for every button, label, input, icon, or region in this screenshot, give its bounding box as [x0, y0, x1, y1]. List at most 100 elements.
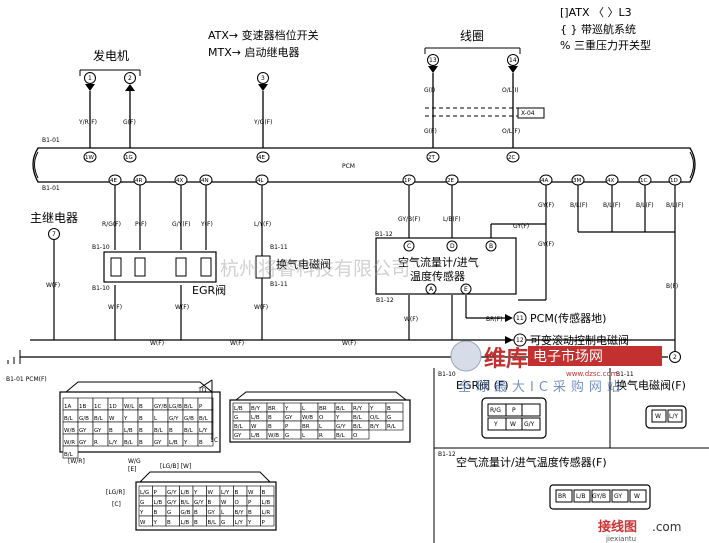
svg-text:B/L(F): B/L(F) [666, 202, 684, 209]
connector-cell-label: B [139, 416, 143, 422]
connector-cell-label: W [221, 500, 227, 506]
connector-cell-label: O/L [370, 415, 380, 421]
svg-text:O/L(I): O/L(I) [502, 87, 519, 94]
svg-text:4A: 4A [541, 178, 548, 184]
legend-mtx: MTX→ 启动继电器 [208, 46, 299, 59]
svg-text:可变滚动控制电磁阀: 可变滚动控制电磁阀 [530, 333, 629, 347]
svg-text:B1-10: B1-10 [438, 371, 456, 378]
svg-text:W: W [655, 413, 661, 420]
connector-cell-label: 1D [109, 404, 117, 410]
svg-text:GY(F): GY(F) [513, 223, 529, 230]
svg-text:[W/R]: [W/R] [68, 458, 85, 465]
connector-cell-label: B/L [184, 404, 194, 410]
connector-cell-label: P [154, 490, 158, 496]
svg-text:B1-11: B1-11 [270, 281, 288, 288]
svg-text:1C: 1C [210, 437, 218, 444]
svg-text:[LG/R]: [LG/R] [106, 489, 125, 496]
connector-cell-label: R/L [387, 424, 397, 430]
connector-cell-label: B [262, 490, 266, 496]
svg-text:jiexiantu: jiexiantu [605, 535, 636, 543]
connector-cell-label: L [319, 424, 323, 430]
connector-cell-label: B/L [353, 424, 363, 430]
svg-text:B1-11: B1-11 [616, 371, 634, 378]
connector-cell-label: GY [208, 510, 216, 516]
connector-cell-label: GY [79, 440, 87, 446]
connector-cell-label: B/L [353, 415, 363, 421]
connector-cell [197, 433, 214, 447]
wire-labels: R/G(F) P(F) G/Y(F) Y(F) L/Y(F) GY/B(F) L… [46, 202, 684, 347]
legend-l3: []ATX 〈 〉L3 [560, 6, 632, 19]
svg-text:G(I): G(I) [424, 87, 435, 94]
pcm-connector-title: B1-01 PCM(F) [6, 376, 47, 383]
svg-text:.com: .com [652, 520, 681, 534]
connector-cell-label: W/B [268, 433, 279, 439]
connector-cell-label: GY [94, 428, 102, 434]
svg-text:1: 1 [88, 75, 92, 82]
connector-cell-label: O [319, 415, 324, 421]
connector-cell-label: Y [123, 416, 128, 422]
connector-cell-label: W/L [124, 404, 135, 410]
svg-text:BR(F): BR(F) [486, 316, 502, 323]
svg-text:[E]: [E] [128, 466, 136, 473]
svg-text:[C]: [C] [112, 501, 121, 508]
connector-cell-label: G [234, 415, 238, 421]
svg-text:B/L(F): B/L(F) [570, 202, 588, 209]
svg-text:GY(F): GY(F) [538, 202, 554, 209]
svg-text:L/B: L/B [576, 493, 585, 500]
connector-cell-label: L/Y [109, 440, 118, 446]
svg-text:4L: 4L [257, 178, 264, 184]
svg-text:W(F): W(F) [342, 340, 356, 347]
connector-cell-label: B [154, 510, 158, 516]
vent-connector: B1-11 换气电磁阀(F) W L/Y [616, 371, 687, 429]
connector-cell-label: Y [153, 520, 158, 526]
connector-cell-label: G/Y [167, 500, 177, 506]
connector-cell-label: G/Y [336, 424, 346, 430]
connector-cell-label: B [167, 520, 171, 526]
svg-text:G/Y: G/Y [524, 421, 535, 428]
svg-text:11: 11 [516, 315, 524, 322]
svg-text:2: 2 [673, 354, 677, 361]
connector-cell-label: Y [284, 406, 289, 412]
connector-cell-label: R [319, 433, 323, 439]
connector-cell-label: Y [369, 406, 374, 412]
svg-text:B: B [489, 243, 493, 250]
connector-cell-label: B [268, 415, 272, 421]
connector-cell-label: GY/B [154, 404, 167, 410]
svg-text:GY/B(F): GY/B(F) [398, 216, 420, 223]
svg-text:4R: 4R [135, 178, 142, 184]
right-refs: 11 PCM(传感器地) 12 可变滚动控制电磁阀 2 [505, 311, 681, 363]
connector-cell-label: GY [234, 433, 242, 439]
connector-cell-label: B/Y [251, 406, 261, 412]
connector-cell-label: L/B [181, 490, 190, 496]
connector-cell-label: B/L [64, 452, 74, 458]
top-terminal-13: 13 G(I) G(F) [424, 54, 439, 152]
connector-cell-label: L [302, 433, 306, 439]
connector-cell-label: L/B [181, 520, 190, 526]
maf-connector: B1-12 空气流量计/进气温度传感器(F) BR L/B GY/B GY W [438, 451, 651, 510]
connector-cell-label: L/B [154, 500, 163, 506]
connector-cell-label: W [208, 490, 214, 496]
svg-text:3M: 3M [573, 178, 581, 184]
svg-text:全球最大IC采购网站: 全球最大IC采购网站 [458, 379, 625, 395]
svg-text:1P: 1P [404, 178, 411, 184]
svg-text:B1-10: B1-10 [92, 244, 110, 251]
connector-cell-label: 1B [79, 404, 86, 410]
connector-cell-label: LG/B [169, 404, 182, 410]
lower-wires [20, 185, 676, 358]
legend-pressure: % 三重压力开关型 [560, 38, 651, 52]
connector-cell-label: B [387, 406, 391, 412]
connector-cell-label: W [248, 490, 254, 496]
svg-text:1D: 1D [198, 387, 207, 394]
svg-text:3: 3 [261, 75, 265, 82]
svg-text:14: 14 [509, 57, 517, 64]
connector-cell-label: 1A [64, 404, 71, 410]
svg-text:B1-01: B1-01 [42, 137, 60, 144]
svg-text:W/G: W/G [128, 458, 141, 465]
svg-text:EGR阀: EGR阀 [192, 283, 226, 297]
connector-cell-label: L/R [262, 510, 271, 516]
connector-cell-label: L/B [124, 428, 133, 434]
connector-cell-label: P [248, 500, 252, 506]
connector-cell-label: BR [319, 406, 327, 412]
